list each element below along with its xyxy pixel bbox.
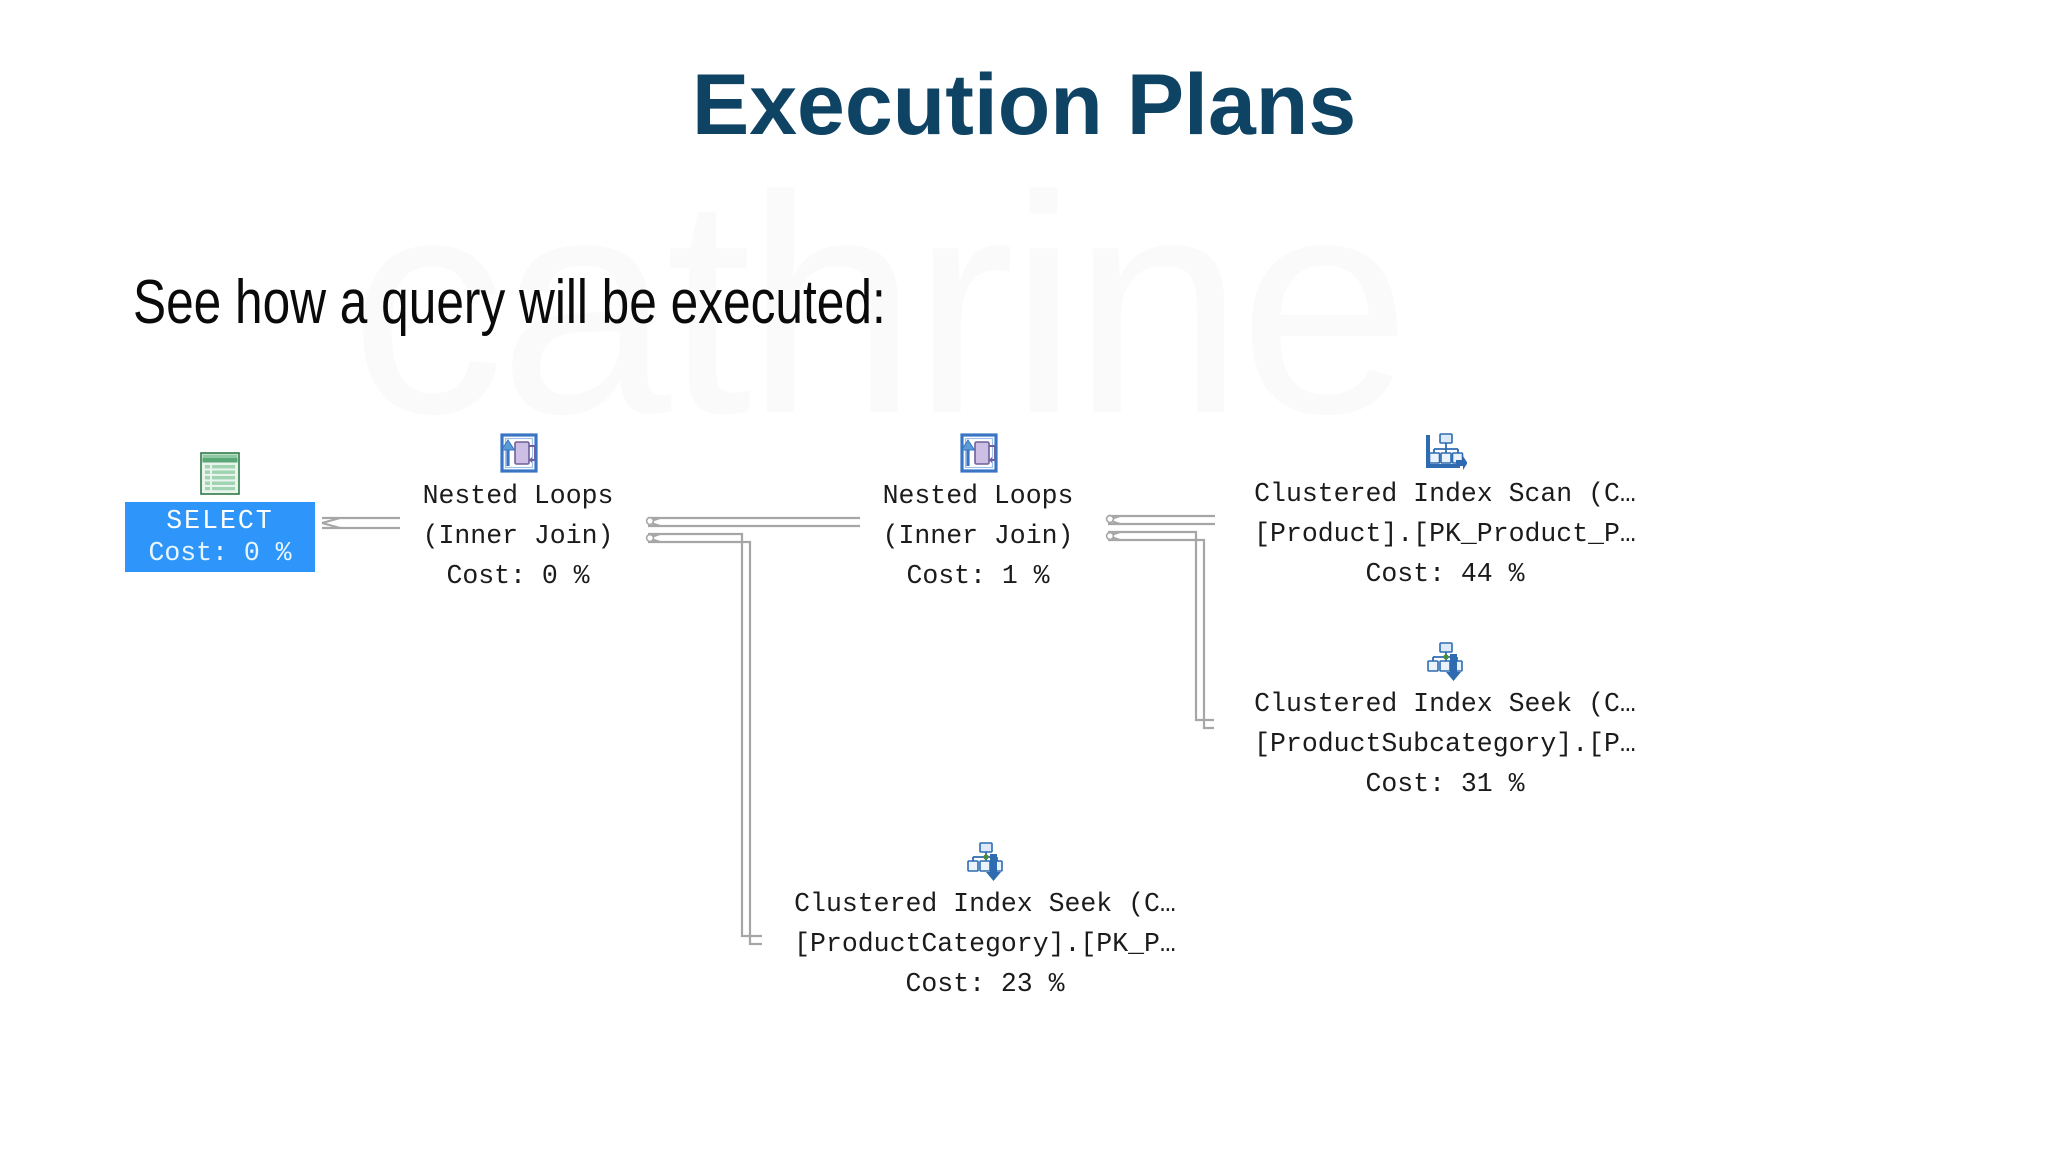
node-line-2: [ProductCategory].[PK_P… xyxy=(794,929,1176,959)
node-line-2: [ProductSubcategory].[P… xyxy=(1254,729,1636,759)
node-line-3: Cost: 31 % xyxy=(1365,769,1525,799)
plan-node-nested-loops-1-label: Nested Loops (Inner Join) Cost: 0 % xyxy=(400,476,636,596)
node-line-2: (Inner Join) xyxy=(422,521,614,551)
node-line-1: Clustered Index Seek (C… xyxy=(1254,689,1636,719)
result-grid-icon xyxy=(200,452,240,495)
node-line-3: Cost: 0 % xyxy=(446,561,590,591)
nested-loops-icon xyxy=(960,433,998,473)
slide-subtitle: See how a query will be executed: xyxy=(133,268,886,337)
plan-node-clustered-index-seek-subcategory-label: Clustered Index Seek (C… [ProductSubcate… xyxy=(1215,684,1675,804)
node-line-2: (Inner Join) xyxy=(882,521,1074,551)
plan-node-clustered-index-scan-label: Clustered Index Scan (C… [Product].[PK_P… xyxy=(1215,474,1675,594)
node-line-2: [Product].[PK_Product_P… xyxy=(1254,519,1636,549)
clustered-index-scan-icon xyxy=(1426,433,1467,470)
clustered-index-seek-icon xyxy=(967,842,1003,881)
node-line-1: Nested Loops xyxy=(882,481,1074,511)
select-node-cost: Cost: 0 % xyxy=(148,538,292,568)
plan-node-nested-loops-2-label: Nested Loops (Inner Join) Cost: 1 % xyxy=(860,476,1096,596)
node-line-1: Clustered Index Scan (C… xyxy=(1254,479,1636,509)
node-line-1: Nested Loops xyxy=(422,481,614,511)
node-line-1: Clustered Index Seek (C… xyxy=(794,889,1176,919)
node-line-3: Cost: 44 % xyxy=(1365,559,1525,589)
nested-loops-icon xyxy=(500,433,538,473)
select-node-label: SELECT xyxy=(166,506,274,536)
page-title: Execution Plans xyxy=(691,57,1357,153)
select-node-box[interactable]: SELECT Cost: 0 % xyxy=(125,502,315,572)
plan-node-clustered-index-seek-category-label: Clustered Index Seek (C… [ProductCategor… xyxy=(755,884,1215,1004)
clustered-index-seek-icon xyxy=(1427,642,1463,681)
node-line-3: Cost: 1 % xyxy=(906,561,1050,591)
node-line-3: Cost: 23 % xyxy=(905,969,1065,999)
